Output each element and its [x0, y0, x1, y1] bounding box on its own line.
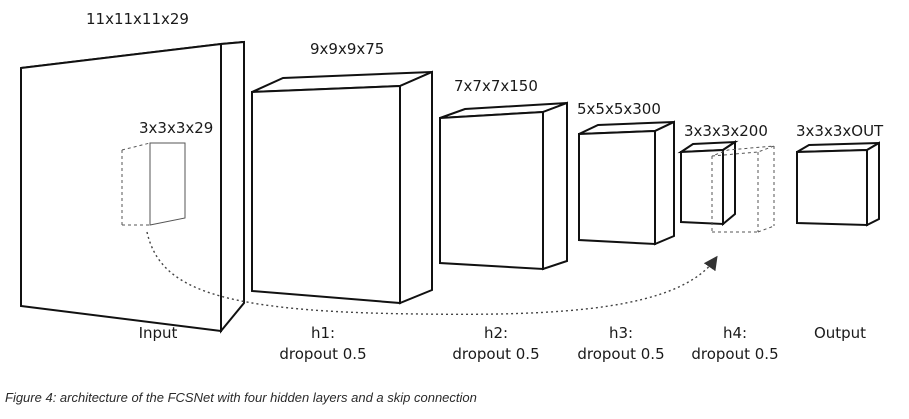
h1-name-label: h1: dropout 0.5	[279, 324, 367, 363]
h4-name-label: h4: dropout 0.5	[691, 324, 779, 363]
figure-caption: Figure 4: architecture of the FCSNet wit…	[5, 390, 477, 405]
input-dims-label: 11x11x11x29	[86, 10, 189, 28]
h3-dims-label: 5x5x5x300	[577, 100, 661, 118]
h1-dims-label: 9x9x9x75	[310, 40, 385, 58]
h2-name-label: h2: dropout 0.5	[452, 324, 540, 363]
h4-dims-label: 3x3x3x200	[684, 122, 768, 140]
output-name-label: Output	[813, 324, 867, 342]
output-block	[796, 141, 880, 227]
h3-name-label: h3: dropout 0.5	[577, 324, 665, 363]
output-dims-label: 3x3x3xOUT	[796, 122, 884, 140]
h4-block	[677, 140, 775, 233]
input-patch-cube	[121, 142, 186, 226]
input-name-label: Input	[138, 324, 178, 342]
patch-dims-label: 3x3x3x29	[139, 119, 214, 137]
h3-block	[578, 120, 675, 246]
h1-block	[251, 70, 433, 305]
input-block	[20, 40, 245, 334]
h2-dims-label: 7x7x7x150	[454, 77, 538, 95]
h2-block	[439, 101, 568, 271]
